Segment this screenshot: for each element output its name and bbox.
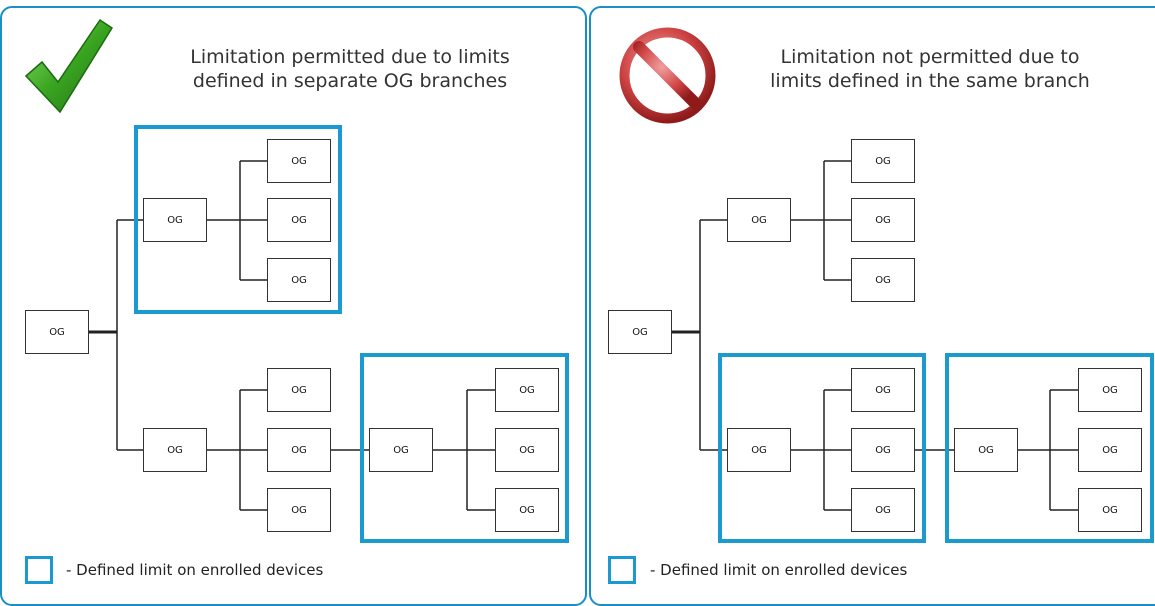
og-node: OG (851, 428, 915, 472)
og-node: OG (267, 258, 331, 302)
og-node: OG (369, 428, 433, 472)
og-node-root: OG (25, 310, 89, 354)
og-node: OG (851, 198, 915, 242)
title-line-1: Limitation permitted due to limits (190, 46, 510, 68)
og-node: OG (954, 428, 1018, 472)
og-node: OG (495, 428, 559, 472)
og-node: OG (1078, 488, 1142, 532)
title-line-2: limits defined in the same branch (770, 70, 1090, 92)
og-node-root: OG (608, 310, 672, 354)
og-node: OG (267, 488, 331, 532)
legend-text: - Defined limit on enrolled devices (650, 561, 908, 579)
og-node: OG (267, 198, 331, 242)
og-node: OG (851, 258, 915, 302)
legend-swatch (608, 556, 636, 584)
title-not-permitted: Limitation not permitted due to limits d… (725, 45, 1135, 93)
legend-swatch (25, 556, 53, 584)
limit-box-lower-branch (718, 353, 926, 543)
og-node: OG (851, 488, 915, 532)
limit-box-upper-branch (134, 125, 342, 314)
og-node: OG (495, 488, 559, 532)
og-node: OG (727, 198, 791, 242)
title-permitted: Limitation permitted due to limits defin… (145, 45, 555, 93)
og-node: OG (1078, 368, 1142, 412)
title-line-1: Limitation not permitted due to (780, 46, 1080, 68)
og-node: OG (143, 428, 207, 472)
limit-box-nested-branch (360, 353, 569, 543)
legend-text: - Defined limit on enrolled devices (66, 561, 324, 579)
checkmark-icon (24, 18, 114, 114)
og-node: OG (267, 428, 331, 472)
title-line-2: defined in separate OG branches (192, 70, 508, 92)
og-node: OG (727, 428, 791, 472)
og-node: OG (267, 368, 331, 412)
og-node: OG (851, 139, 915, 183)
og-node: OG (1078, 428, 1142, 472)
prohibited-icon (619, 27, 716, 124)
og-node: OG (143, 198, 207, 242)
limit-box-nested-branch (945, 353, 1154, 543)
og-node: OG (267, 139, 331, 183)
og-node: OG (851, 368, 915, 412)
og-node: OG (495, 368, 559, 412)
